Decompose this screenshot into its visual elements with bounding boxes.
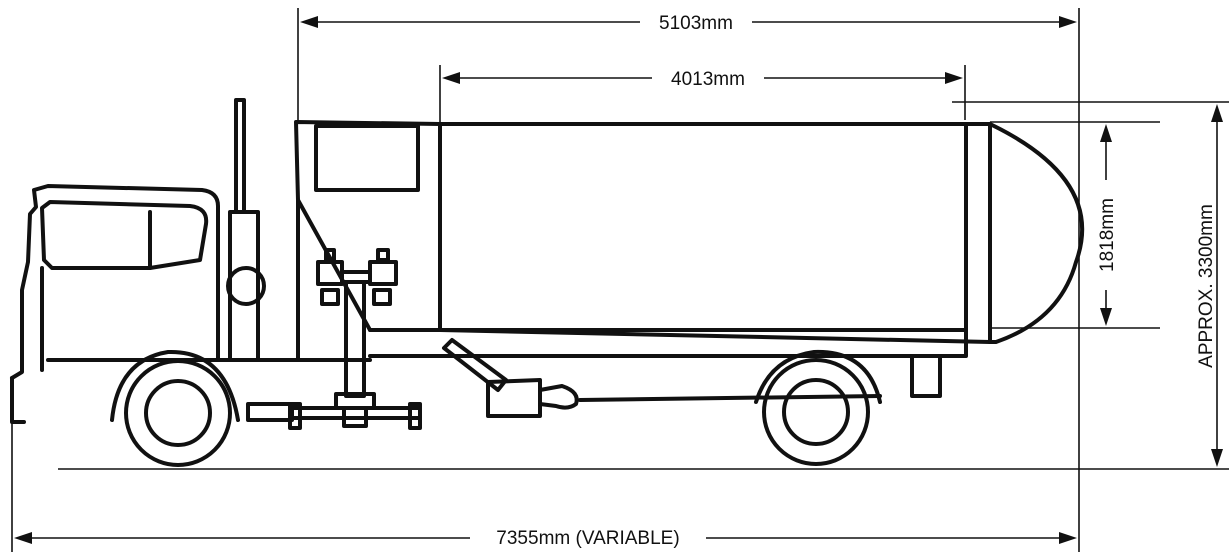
dimension-overall-length: 7355mm (VARIABLE) bbox=[14, 524, 1077, 550]
exhaust-stack bbox=[226, 98, 266, 362]
tank-body bbox=[368, 122, 1085, 358]
tank-height-label: 1818mm bbox=[1097, 198, 1118, 272]
dimension-tank-length: 4013mm bbox=[442, 66, 963, 90]
side-hydraulic-arm bbox=[442, 338, 579, 418]
dimension-tank-height: 1818mm bbox=[1094, 124, 1118, 326]
overall-height-label: APPROX. 3300mm bbox=[1196, 204, 1217, 368]
extension-lines bbox=[11, 8, 1229, 552]
front-wheel bbox=[110, 349, 240, 467]
truck-drawing bbox=[10, 98, 1085, 467]
overall-length-label: 7355mm (VARIABLE) bbox=[496, 528, 679, 549]
tank-length-label: 4013mm bbox=[671, 69, 745, 90]
equipment-cabinet bbox=[294, 120, 442, 362]
dimension-body-length: 5103mm bbox=[300, 10, 1077, 34]
chassis-frame bbox=[216, 354, 942, 422]
dimension-overall-height: APPROX. 3300mm bbox=[1196, 104, 1223, 467]
rear-wheel bbox=[754, 349, 882, 466]
body-length-label: 5103mm bbox=[659, 13, 733, 34]
front-lift-arm bbox=[288, 248, 422, 430]
cab bbox=[10, 184, 220, 424]
